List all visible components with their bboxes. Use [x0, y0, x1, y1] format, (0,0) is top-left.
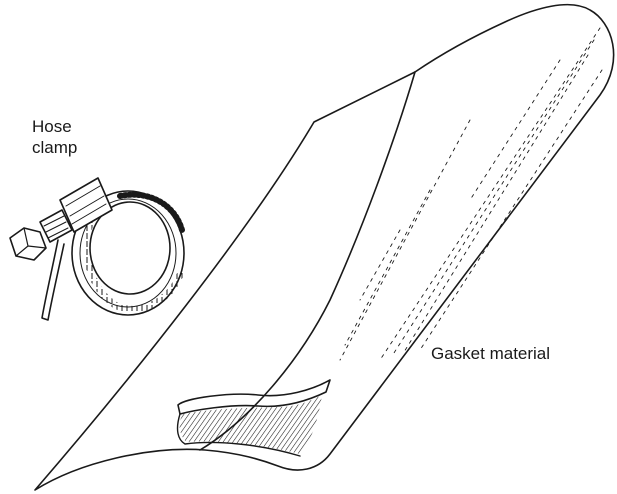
hose-clamp [10, 178, 184, 320]
gasket-surface-lines [340, 28, 602, 360]
gasket-fold-edge [200, 72, 415, 450]
hose-clamp-label: Hose clamp [32, 116, 77, 158]
clamp-band-tail [42, 240, 64, 320]
hose-clamp-label-line1: Hose [32, 116, 77, 137]
hose-clamp-label-line2: clamp [32, 137, 77, 158]
gasket-material-label: Gasket material [431, 343, 550, 364]
